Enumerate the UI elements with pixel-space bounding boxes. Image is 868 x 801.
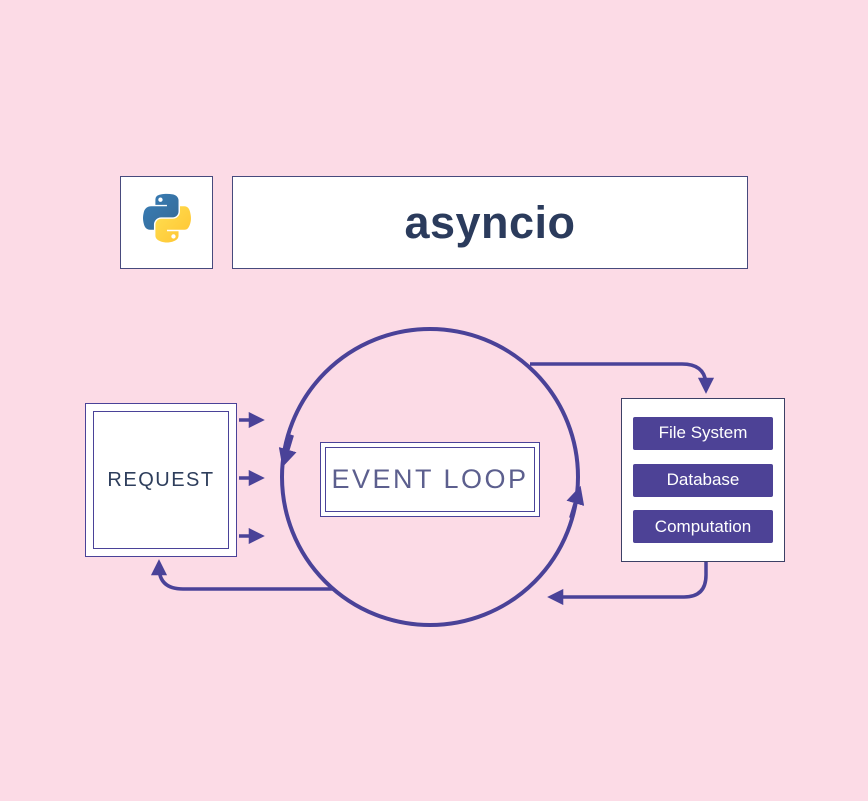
- title-box: asyncio: [232, 176, 748, 269]
- loop-to-request-arrow: [150, 559, 333, 591]
- loop-to-services-arrow: [530, 362, 715, 394]
- python-logo-box: [120, 176, 213, 269]
- service-file-system: File System: [633, 416, 773, 450]
- event-loop-label: EVENT LOOP: [331, 464, 529, 494]
- loop-left-arrowhead-icon: [278, 434, 297, 468]
- services-box: File System Database Computation: [621, 398, 785, 562]
- request-box-inner: REQUEST: [93, 411, 229, 549]
- request-label: REQUEST: [107, 468, 215, 491]
- loop-right-arrowhead-icon: [566, 485, 585, 519]
- python-icon: [142, 193, 191, 242]
- service-database: Database: [633, 463, 773, 497]
- request-box: REQUEST: [85, 403, 237, 557]
- event-loop-box-inner: EVENT LOOP: [325, 447, 535, 512]
- page-title: asyncio: [404, 196, 576, 248]
- services-to-loop-arrow: [547, 562, 708, 606]
- service-computation: Computation: [633, 510, 773, 544]
- event-loop-box: EVENT LOOP: [320, 442, 540, 517]
